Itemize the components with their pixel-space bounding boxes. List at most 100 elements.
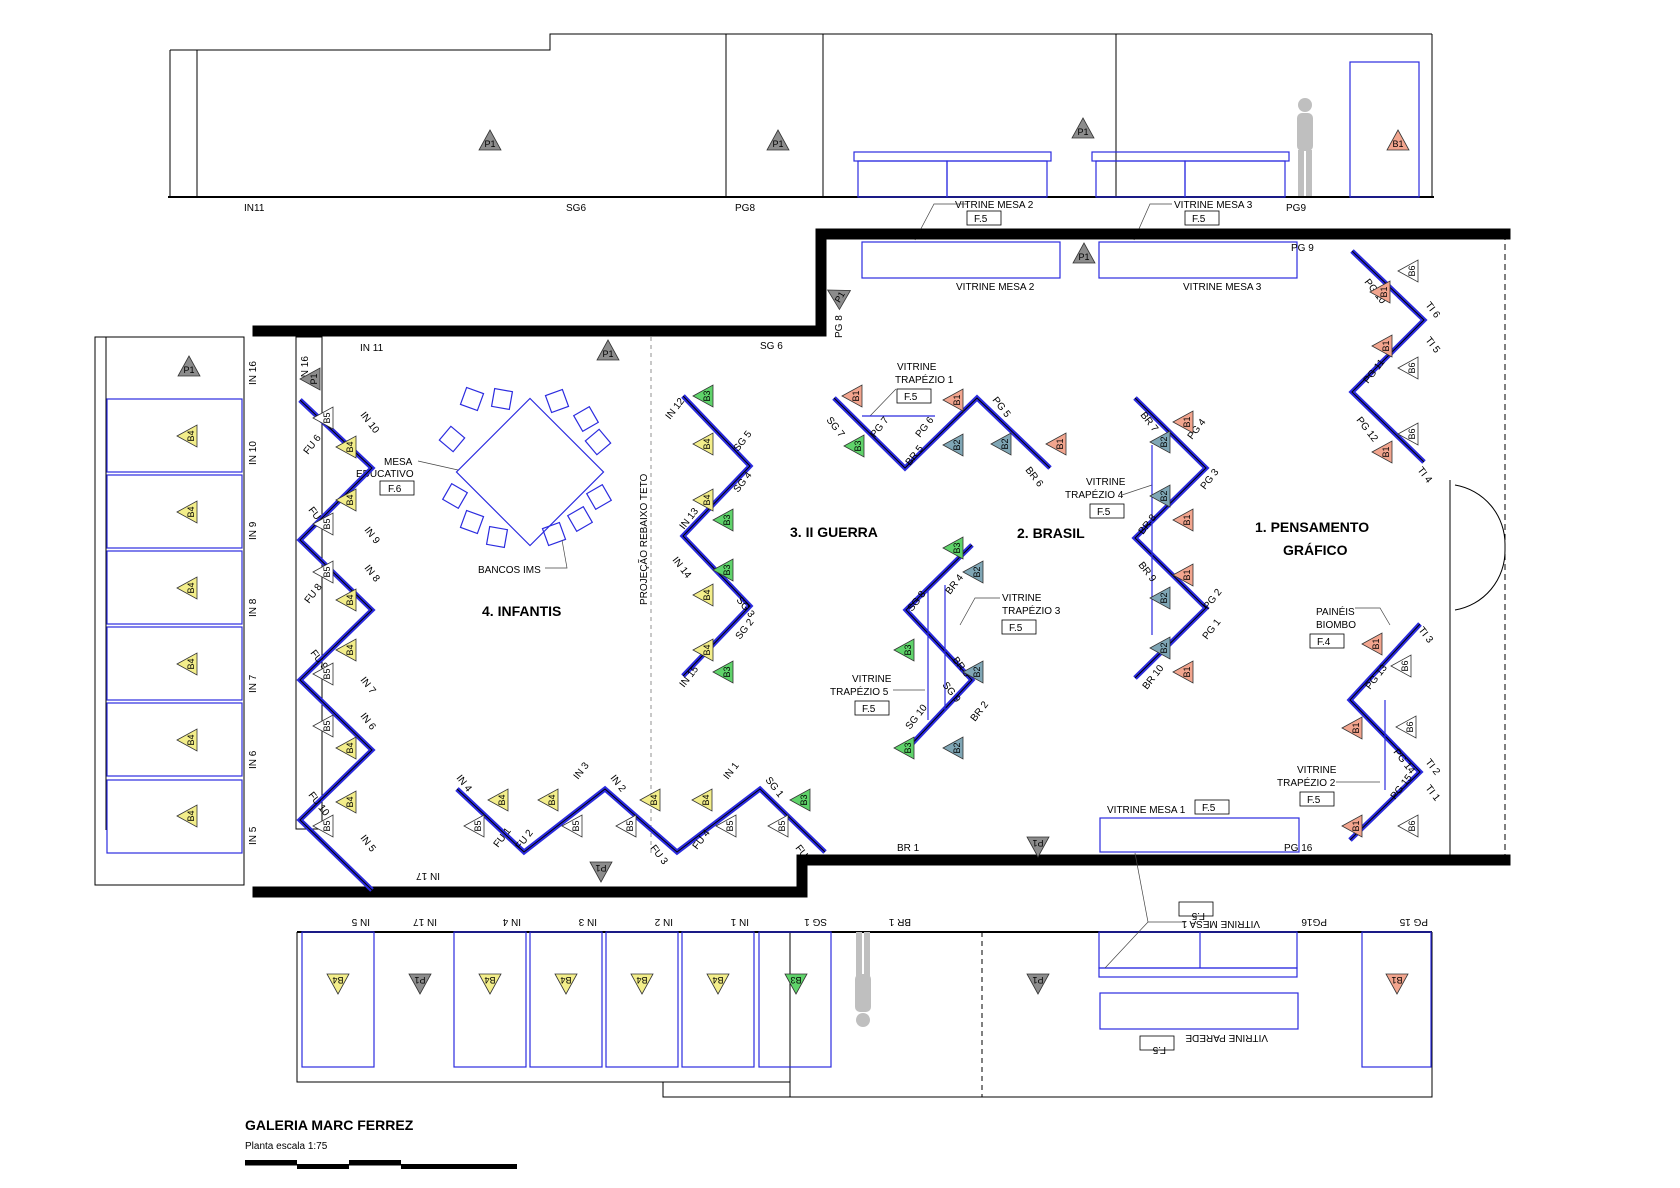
marker-b5-28: B5 xyxy=(312,814,334,838)
marker-label-b4: B4 xyxy=(345,494,355,505)
marker-label-b2: B2 xyxy=(1159,490,1169,501)
marker-label-b4: B4 xyxy=(345,796,355,807)
marker-label-b4: B4 xyxy=(186,658,196,669)
marker-label-b5: B5 xyxy=(322,412,332,423)
marker-label-b6: B6 xyxy=(1407,362,1417,373)
code-f5-t1: F.5 xyxy=(904,392,918,403)
section-title-3: 3. II GUERRA xyxy=(790,524,878,540)
marker-label-b3: B3 xyxy=(799,794,809,805)
section-title-1b: GRÁFICO xyxy=(1283,542,1348,558)
marker-b4-16: B4 xyxy=(176,804,198,828)
marker-label-b4: B4 xyxy=(702,438,712,449)
mesa-educativo: MESA EDUCATIVO F.6 BANCOS IMS xyxy=(356,386,613,576)
label-projecao: PROJEÇÃO REBAIXO TETO xyxy=(637,473,650,605)
top-elevation: IN11 SG6 PG8 PG9 VITRINE MESA 2 VITRINE … xyxy=(168,33,1434,241)
marker-label-b3: B3 xyxy=(853,440,863,451)
marker-label-b4: B4 xyxy=(712,975,723,985)
label-elev-vitrine-mesa-1: VITRINE MESA 1 xyxy=(1181,918,1260,929)
human-scale-figure-mirrored xyxy=(855,932,871,1027)
marker-b4-22: B4 xyxy=(335,588,357,612)
marker-label-b3: B3 xyxy=(702,390,712,401)
marker-b4-34: B4 xyxy=(692,583,714,607)
marker-label-b4: B4 xyxy=(186,734,196,745)
label-pg9: PG 9 xyxy=(1291,243,1314,254)
label-elev-in3: IN 3 xyxy=(578,916,597,927)
marker-label-b2: B2 xyxy=(972,666,982,677)
marker-label-b1: B1 xyxy=(1055,438,1065,449)
marker-label-b4: B4 xyxy=(332,975,343,985)
marker-label-p1: P1 xyxy=(1032,975,1043,985)
label-in9-left: IN 9 xyxy=(248,521,259,540)
gallery-walls: IN 11 SG 6 PG 8 PG 9 IN 16 BR 1 PG 16 IN… xyxy=(252,228,1511,898)
marker-b3-32: B3 xyxy=(712,508,734,532)
marker-b1-72: B1 xyxy=(1371,440,1393,464)
marker-label-b6: B6 xyxy=(1405,721,1415,732)
marker-label-b3: B3 xyxy=(790,975,801,985)
marker-label-b3: B3 xyxy=(903,644,913,655)
label-educativo: EDUCATIVO xyxy=(356,469,414,480)
marker-label-b4: B4 xyxy=(345,742,355,753)
marker-b2-65: B2 xyxy=(1149,636,1171,660)
marker-label-b4: B4 xyxy=(497,794,507,805)
marker-b5-20: B5 xyxy=(312,512,334,536)
panel-label-pg13: PG 13 xyxy=(1364,662,1390,691)
marker-label-b4: B4 xyxy=(702,589,712,600)
vitrine-callouts: VITRINE TRAPÉZIO 1 F.5 VITRINE TRAPÉZIO … xyxy=(830,362,1391,807)
marker-b3-46: B3 xyxy=(789,788,811,812)
marker-b3-33: B3 xyxy=(712,558,734,582)
marker-label-p1: P1 xyxy=(1078,252,1089,262)
code-f5-t4: F.5 xyxy=(1097,507,1111,518)
marker-b2-60: B2 xyxy=(1149,430,1171,454)
panel-label-in8: IN 8 xyxy=(362,563,382,585)
marker-p1-0: P1 xyxy=(478,129,502,151)
marker-b4-18: B4 xyxy=(335,435,357,459)
marker-b4-35: B4 xyxy=(692,638,714,662)
panel-label-ti5: TI 5 xyxy=(1423,335,1443,356)
marker-b1-48: B1 xyxy=(942,388,964,412)
label-in16-left: IN 16 xyxy=(248,361,259,385)
marker-b2-58: B2 xyxy=(942,736,964,760)
label-elev-sg6: SG6 xyxy=(566,203,586,214)
marker-b1-73: B1 xyxy=(1361,632,1383,656)
marker-label-b1: B1 xyxy=(1351,820,1361,831)
marker-label-b3: B3 xyxy=(722,564,732,575)
marker-b2-61: B2 xyxy=(1149,484,1171,508)
marker-b1-62: B1 xyxy=(1172,508,1194,532)
marker-b4-15: B4 xyxy=(176,728,198,752)
label-elev-in1: IN 1 xyxy=(730,916,749,927)
label-pg8: PG 8 xyxy=(834,315,845,338)
label-vitrine-t1: VITRINE xyxy=(897,362,937,373)
marker-b5-41: B5 xyxy=(615,814,637,838)
marker-label-b1: B1 xyxy=(1351,722,1361,733)
marker-b4-30: B4 xyxy=(692,432,714,456)
marker-label-b2: B2 xyxy=(1159,436,1169,447)
marker-label-b5: B5 xyxy=(625,820,635,831)
marker-label-b2: B2 xyxy=(952,439,962,450)
panel-label-br7: BR 7 xyxy=(1138,410,1161,435)
label-trapezio-5: TRAPÉZIO 5 xyxy=(830,685,889,698)
marker-label-b5: B5 xyxy=(725,820,735,831)
marker-p1-1: P1 xyxy=(766,129,790,151)
marker-p1-7: P1 xyxy=(177,355,201,377)
marker-label-b4: B4 xyxy=(345,441,355,452)
panel-label-ti6: TI 6 xyxy=(1423,300,1443,321)
marker-label-p1: P1 xyxy=(833,290,847,305)
marker-label-b1: B1 xyxy=(1392,139,1403,149)
marker-label-b1: B1 xyxy=(1182,569,1192,580)
marker-label-b5: B5 xyxy=(322,820,332,831)
marker-label-p1: P1 xyxy=(772,139,783,149)
marker-b5-40: B5 xyxy=(561,814,583,838)
label-elev-pg15: PG 15 xyxy=(1399,916,1428,927)
marker-b5-21: B5 xyxy=(312,560,334,584)
marker-b4-31: B4 xyxy=(692,488,714,512)
marker-b4-39: B4 xyxy=(537,788,559,812)
marker-b4-19: B4 xyxy=(335,488,357,512)
marker-b5-17: B5 xyxy=(312,406,334,430)
label-vitrine-t4: VITRINE xyxy=(1086,477,1126,488)
marker-p1-86: P1 xyxy=(1026,973,1050,995)
marker-b1-75: B1 xyxy=(1341,716,1363,740)
marker-b4-13: B4 xyxy=(176,576,198,600)
marker-b6-70: B6 xyxy=(1397,356,1419,380)
